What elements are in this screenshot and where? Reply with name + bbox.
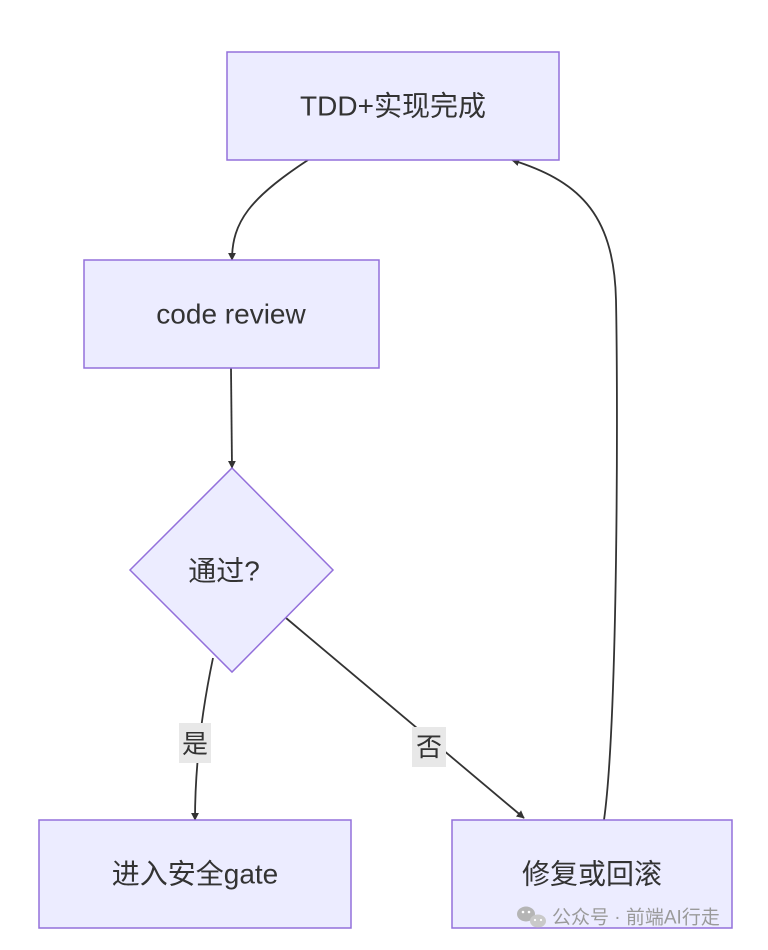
- node-fix-or-rollback: 修复或回滚: [451, 819, 733, 929]
- edge-label-no: 否: [412, 727, 446, 767]
- edge-fix-to-tdd: [511, 158, 618, 821]
- edge-decision-no: [285, 617, 525, 819]
- edge-label-no-text: 否: [416, 732, 442, 762]
- node-code-review: code review: [83, 259, 380, 369]
- edge-tdd-to-review: [228, 159, 309, 261]
- node-tdd-done: TDD+实现完成: [226, 51, 560, 161]
- edge-label-yes-text: 是: [182, 729, 208, 759]
- edge-label-yes: 是: [179, 723, 211, 763]
- wechat-icon: [517, 906, 546, 928]
- node-decision-passed: 通过?: [128, 466, 335, 674]
- node-code-review-label: code review: [156, 299, 306, 330]
- node-decision-label: 通过?: [188, 556, 260, 587]
- watermark-text: 公众号 · 前端AI行走: [552, 907, 720, 929]
- node-fix-or-rollback-label: 修复或回滚: [522, 859, 662, 890]
- node-enter-security-gate-label: 进入安全gate: [112, 859, 279, 890]
- node-tdd-done-label: TDD+实现完成: [300, 91, 486, 122]
- node-enter-security-gate: 进入安全gate: [38, 819, 352, 929]
- edge-review-to-decision: [227, 367, 236, 469]
- watermark: 公众号 · 前端AI行走: [517, 906, 720, 929]
